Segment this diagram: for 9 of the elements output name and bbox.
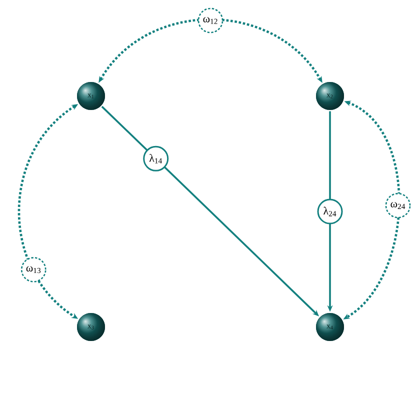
circled-label: ω$_{13}$ (20, 257, 46, 282)
circled-label: ω$_{24}$ (385, 192, 411, 218)
sphere-node (316, 82, 344, 110)
circled-label: λ$_{14}$ (143, 146, 169, 172)
circled-label: λ$_{24}$ (317, 198, 343, 224)
sphere-node (77, 313, 105, 341)
sphere-node (316, 313, 344, 341)
circled-label: ω$_{12}$ (198, 8, 224, 34)
sphere-node (77, 82, 105, 110)
